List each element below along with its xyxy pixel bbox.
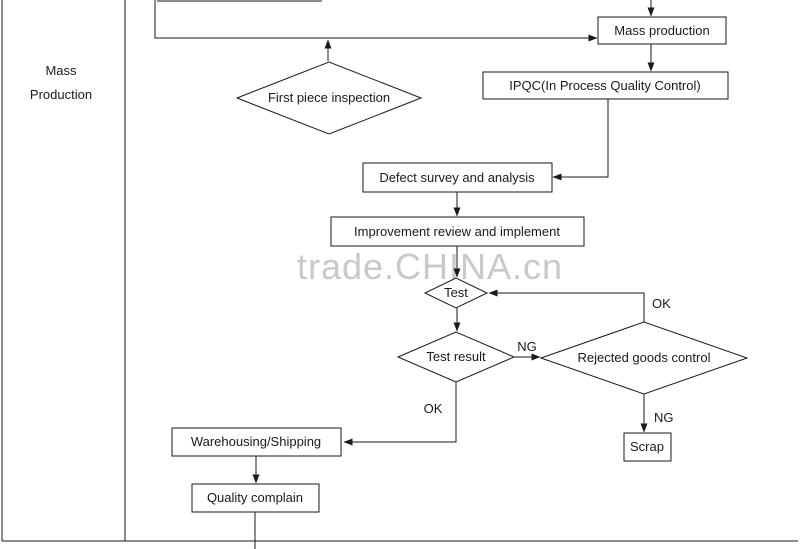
edge-label-ok-top: OK xyxy=(652,296,671,311)
node-defect-survey-box xyxy=(362,162,553,193)
node-ipqc-box xyxy=(482,71,729,100)
edge-rejected-ok-to-test xyxy=(488,289,645,322)
node-mass-production-label: Mass production xyxy=(614,23,709,38)
node-test-result-label: Test result xyxy=(426,349,486,364)
node-quality-complain-box xyxy=(191,483,320,513)
node-first-piece-inspection-shape xyxy=(235,61,423,135)
node-mass-production-box xyxy=(597,16,727,45)
watermark: trade.CHINA.cn xyxy=(297,246,563,287)
node-test-shape xyxy=(423,277,489,309)
edge-ipqc-to-defect-survey xyxy=(552,99,609,181)
node-scrap-box xyxy=(623,432,672,462)
edge-test-result-ok-to-warehousing xyxy=(343,382,457,446)
edge-label-ng-right: NG xyxy=(517,339,537,354)
swimlane-label-line2: Production xyxy=(30,87,92,102)
node-rejected-goods-shape xyxy=(539,321,749,395)
node-test-result-shape xyxy=(396,331,516,383)
node-first-piece-inspection-label: First piece inspection xyxy=(268,90,390,105)
node-rejected-goods-label: Rejected goods control xyxy=(578,350,711,365)
edge-feedback-to-mass-production xyxy=(154,0,598,42)
node-defect-survey-label: Defect survey and analysis xyxy=(379,170,535,185)
node-ipqc-label: IPQC(In Process Quality Control) xyxy=(509,78,700,93)
edge-label-ok-bottom: OK xyxy=(424,401,443,416)
node-warehousing-label: Warehousing/Shipping xyxy=(191,434,321,449)
swimlane-label-line1: Mass xyxy=(45,63,77,78)
edge-label-ng-scrap: NG xyxy=(654,410,674,425)
node-test-label: Test xyxy=(444,285,468,300)
node-quality-complain-label: Quality complain xyxy=(207,490,303,505)
node-warehousing-box xyxy=(171,427,342,457)
node-scrap-label: Scrap xyxy=(630,439,664,454)
node-improvement-box xyxy=(330,216,585,247)
node-improvement-label: Improvement review and implement xyxy=(354,224,560,239)
